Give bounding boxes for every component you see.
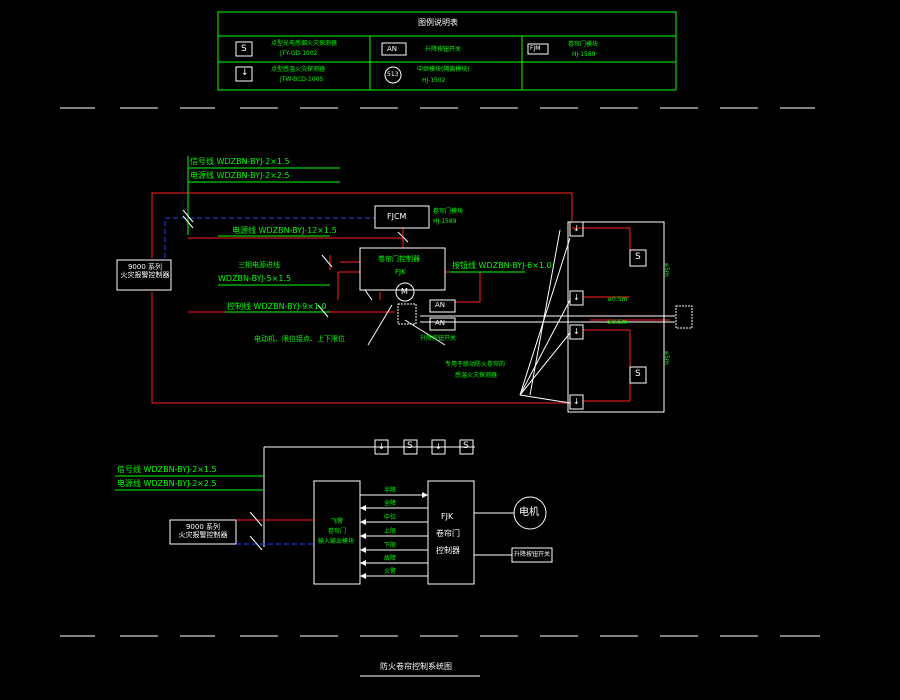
bottom-power-line-label: 电源线 WDZBN-BYJ-2×2.5 bbox=[117, 479, 217, 488]
three-phase-spec: WDZBN-BYJ-5×1.5 bbox=[218, 274, 292, 283]
power-loop-top bbox=[151, 192, 670, 404]
input-module-label-1: 卷帘门 bbox=[328, 528, 347, 535]
input-output-module-box bbox=[313, 480, 361, 585]
fjcm-module-model: HJ-1589 bbox=[433, 218, 457, 225]
module-symbol-legend bbox=[527, 43, 549, 55]
bottom-controller-label: 9000 系列 火灾报警控制器 bbox=[178, 523, 228, 540]
top-power-mid-label: 电源线 WDZBN-BYJ-12×1.5 bbox=[232, 226, 337, 235]
legend-item-module-name: 卷帘门模块 bbox=[568, 41, 599, 48]
smoke-detector-1-text: S bbox=[635, 252, 641, 262]
door-controller-box-top bbox=[359, 247, 446, 291]
signal-label-2: 全降 bbox=[384, 500, 397, 507]
door-controller-title: 卷帘门控制器 bbox=[378, 255, 420, 263]
heat-detector-4 bbox=[569, 394, 584, 410]
bottom-detector-1-text: ↓ bbox=[378, 442, 385, 451]
heat-detector-2-text: ↓ bbox=[573, 293, 580, 302]
fire-controller-box-top bbox=[116, 259, 172, 291]
signal-label-7: 火警 bbox=[384, 568, 397, 575]
smoke-detector-2-text: S bbox=[635, 369, 641, 379]
relay-symbol-text: 513 bbox=[387, 71, 399, 78]
signal-label-1: 半降 bbox=[384, 487, 397, 494]
bottom-detector-2-text: S bbox=[407, 441, 413, 451]
legend-item-relay-name: 中继模块(隔离模块) bbox=[417, 66, 470, 73]
heat-detector-4-text: ↓ bbox=[573, 397, 580, 406]
three-phase-label: 三相电源进线 bbox=[238, 261, 280, 269]
an-symbol-text: AN bbox=[387, 45, 398, 53]
signal-label-6: 故障 bbox=[384, 555, 397, 562]
heat-detector-symbol-legend bbox=[235, 66, 253, 82]
legend-item-smoke-name: 点型光电感烟火灾探测器 bbox=[271, 40, 338, 47]
fjcm-module-box bbox=[374, 205, 430, 229]
heat-detector-3-text: ↓ bbox=[573, 327, 580, 336]
button-symbol-legend bbox=[381, 42, 407, 56]
legend-title: 图例说明表 bbox=[418, 18, 458, 27]
input-module-top-label: 飞警 bbox=[331, 518, 344, 525]
dedicated-note-1: 专用于联动防火卷帘的 bbox=[445, 361, 506, 368]
legend-item-heat-model: JTW-BCD-1005 bbox=[280, 76, 324, 83]
arrow-heads bbox=[360, 492, 428, 579]
an-button-2-text: AN bbox=[435, 319, 446, 327]
fjk-label-1: FJK bbox=[441, 512, 454, 521]
heat-detector-1 bbox=[569, 221, 584, 237]
fjk-label-3: 控制器 bbox=[436, 546, 460, 555]
legend-item-smoke-model: JTY-GD-1002 bbox=[280, 50, 318, 57]
dedicated-note-2: 感温火灾探测器 bbox=[455, 372, 498, 379]
an-note: 升降按钮开关 bbox=[420, 335, 457, 342]
button-line-label: 按钮线 WDZBN-BYJ-6×1.0 bbox=[452, 261, 552, 270]
dim-label-2: ≥0.5m bbox=[607, 319, 628, 326]
heat-detector-1-text: ↓ bbox=[573, 224, 580, 233]
relay-module-symbol-legend bbox=[384, 66, 402, 84]
signal-label-3: 中位 bbox=[384, 514, 397, 521]
signal-arrows bbox=[360, 494, 428, 577]
motor-note: 电动机、限位接点、上下限位 bbox=[254, 335, 345, 343]
drawing-caption: 防火卷帘控制系统图 bbox=[380, 662, 452, 671]
lift-button-label: 升降按钮开关 bbox=[514, 551, 551, 558]
dim-label-1: ≥0.5m bbox=[607, 296, 628, 303]
motor-symbol-top: M bbox=[401, 287, 408, 296]
smoke-detector-2 bbox=[629, 366, 647, 384]
fjcm-box-label: FJCM bbox=[387, 212, 407, 221]
heat-symbol-text: ↓ bbox=[241, 68, 249, 78]
an-button-1-text: AN bbox=[435, 301, 446, 309]
door-controller-code: FJK bbox=[395, 268, 406, 276]
signal-label-5: 下限 bbox=[384, 542, 397, 549]
wire-label-lines-bottom bbox=[115, 475, 264, 491]
fjcm-module-name: 卷帘门模块 bbox=[433, 208, 464, 215]
fire-controller-box-bottom bbox=[169, 519, 237, 545]
motor-label-bottom: 电机 bbox=[519, 507, 539, 518]
bottom-signal-line-label: 信号线 WDZBN-BYJ-2×1.5 bbox=[117, 465, 217, 474]
legend-item-button-name: 升降按钮开关 bbox=[425, 46, 462, 53]
dim-label-4: ≤5m bbox=[663, 350, 670, 365]
door-post-right bbox=[675, 305, 693, 329]
input-module-label-2: 输入输出模块 bbox=[318, 538, 355, 545]
top-power-line-label: 电源线 WDZBN-BYJ-2×2.5 bbox=[190, 171, 290, 180]
door-post-left bbox=[397, 303, 417, 325]
smoke-detector-1 bbox=[629, 249, 647, 267]
signal-line-top bbox=[164, 217, 375, 258]
smoke-symbol-text: S bbox=[241, 44, 247, 54]
button-an-2 bbox=[429, 317, 456, 331]
legend-table bbox=[217, 11, 677, 91]
legend-item-relay-model: HJ-1502 bbox=[422, 77, 446, 84]
heat-detector-3 bbox=[569, 324, 584, 340]
bottom-detector-3-text: ↓ bbox=[435, 442, 442, 451]
signal-label-4: 上限 bbox=[384, 528, 397, 535]
top-controller-label: 9000 系列 火灾报警控制器 bbox=[120, 263, 170, 280]
motor-circle-top bbox=[395, 282, 415, 302]
legend-item-heat-name: 点型感温火灾探测器 bbox=[271, 66, 326, 73]
button-an-1 bbox=[429, 299, 456, 313]
fjk-controller-box bbox=[427, 480, 475, 585]
fjk-label-2: 卷帘门 bbox=[436, 529, 460, 538]
heat-detector-2 bbox=[569, 290, 584, 306]
door-frame-top bbox=[367, 221, 675, 413]
control-line-label: 控制线 WDZBN-BYJ-9×1.0 bbox=[227, 302, 327, 311]
smoke-detector-symbol-legend bbox=[235, 41, 253, 57]
bottom-detector-4-text: S bbox=[463, 441, 469, 451]
dim-label-3: ≤5m bbox=[663, 262, 670, 277]
wire-label-lines-top bbox=[187, 156, 525, 313]
fjm-symbol-text: FJM bbox=[530, 45, 541, 52]
legend-item-module-model: HJ-1589 bbox=[572, 51, 596, 58]
top-signal-line-label: 信号线 WDZBN-BYJ-2×1.5 bbox=[190, 157, 290, 166]
